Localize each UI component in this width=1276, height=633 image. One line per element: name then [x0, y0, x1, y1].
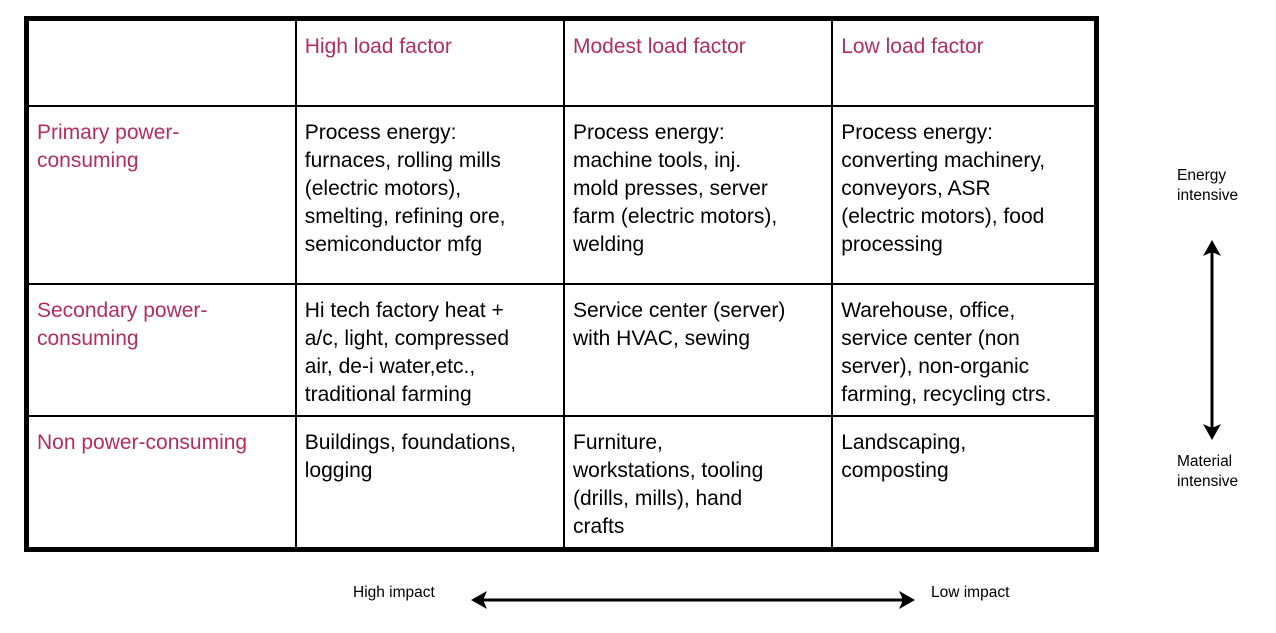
header-row: High load factor Modest load factor Low …	[25, 17, 1098, 107]
row-header-non-power: Non power-consuming	[25, 414, 297, 551]
cell-nonpower-high: Buildings, foundations, logging	[294, 414, 566, 551]
row-header-secondary: Secondary power- consuming	[25, 282, 297, 417]
row-header-primary: Primary power- consuming	[25, 104, 297, 285]
corner-cell	[25, 17, 297, 107]
cell-primary-high: Process energy: furnaces, rolling mills …	[294, 104, 566, 285]
energy-intensive-label: Energy intensive	[1177, 167, 1239, 204]
high-impact-label: High impact	[353, 584, 435, 601]
cell-secondary-high: Hi tech factory heat + a/c, light, compr…	[294, 282, 566, 417]
cell-primary-modest: Process energy: machine tools, inj. mold…	[562, 104, 834, 285]
horizontal-double-arrow	[471, 591, 915, 609]
low-impact-label: Low impact	[931, 584, 1010, 601]
row-primary-power: Primary power- consuming Process energy:…	[25, 104, 1098, 285]
cell-secondary-modest: Service center (server) with HVAC, sewin…	[562, 282, 834, 417]
row-non-power: Non power-consuming Buildings, foundatio…	[25, 414, 1098, 551]
material-intensive-label: Material intensive	[1177, 453, 1239, 490]
cell-primary-low: Process energy: converting machinery, co…	[831, 104, 1098, 285]
column-header-modest-load: Modest load factor	[562, 17, 834, 107]
cell-nonpower-low: Landscaping, composting	[831, 414, 1098, 551]
cell-nonpower-modest: Furniture, workstations, tooling (drills…	[562, 414, 834, 551]
vertical-double-arrow	[1203, 240, 1221, 440]
cell-secondary-low: Warehouse, office, service center (non s…	[831, 282, 1098, 417]
load-factor-matrix: High load factor Modest load factor Low …	[24, 16, 1099, 552]
column-header-high-load: High load factor	[294, 17, 566, 107]
row-secondary-power: Secondary power- consuming Hi tech facto…	[25, 282, 1098, 417]
column-header-low-load: Low load factor	[831, 17, 1098, 107]
